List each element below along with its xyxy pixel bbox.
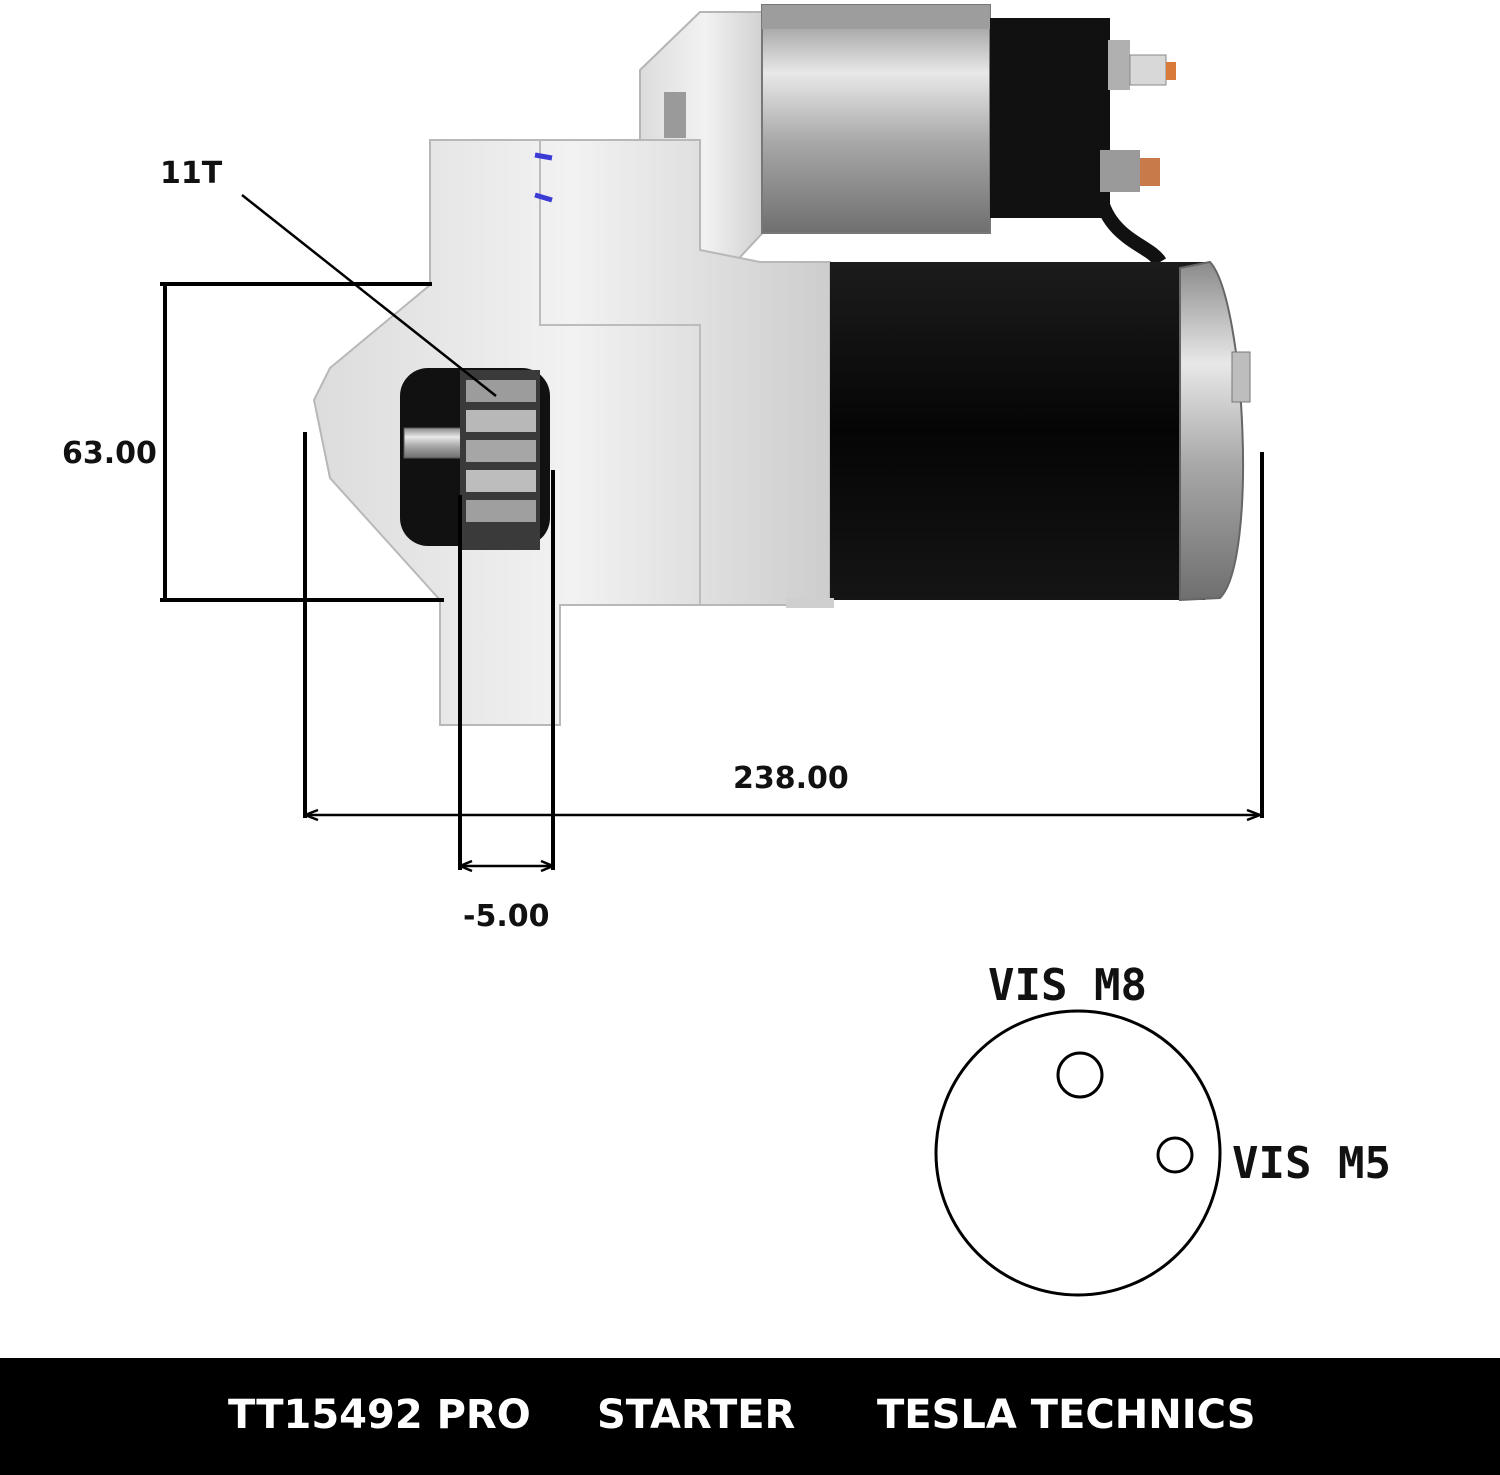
- starter-motor-illustration: [312, 4, 1251, 726]
- product-type: STARTER: [597, 1392, 796, 1438]
- m8-terminal-hole: [1056, 1051, 1104, 1099]
- drive-shaft: [403, 427, 469, 459]
- part-number: TT15492 PRO: [228, 1392, 531, 1438]
- m5-terminal-hole: [1156, 1136, 1194, 1174]
- brand-name: TESLA TECHNICS: [877, 1392, 1256, 1438]
- solenoid-cap: [990, 18, 1110, 218]
- length-dimension-label: 238.00: [733, 761, 849, 796]
- m5-terminal-label: VIS M5: [1232, 1138, 1391, 1189]
- solenoid-terminals: [1093, 40, 1176, 267]
- footer-banner: TT15492 PRO STARTER TESLA TECHNICS: [0, 1358, 1500, 1475]
- solenoid-body: [761, 4, 991, 234]
- dimension-lines: [160, 194, 1264, 873]
- height-dimension-label: 63.00: [62, 436, 157, 471]
- terminal-connector-diagram: VIS M8 VIS M5: [934, 960, 1391, 1297]
- motor-body: [830, 262, 1205, 600]
- pinion-gear: [460, 370, 540, 550]
- starter-dimension-diagram: 11T 63.00 238.00 -5.00 VIS M8 VIS M5: [62, 4, 1391, 1297]
- m8-terminal-label: VIS M8: [988, 960, 1147, 1011]
- connector-outline: [934, 1009, 1222, 1297]
- offset-dimension-label: -5.00: [463, 899, 549, 934]
- end-cap: [1179, 260, 1244, 602]
- pinion-teeth-label: 11T: [160, 156, 223, 191]
